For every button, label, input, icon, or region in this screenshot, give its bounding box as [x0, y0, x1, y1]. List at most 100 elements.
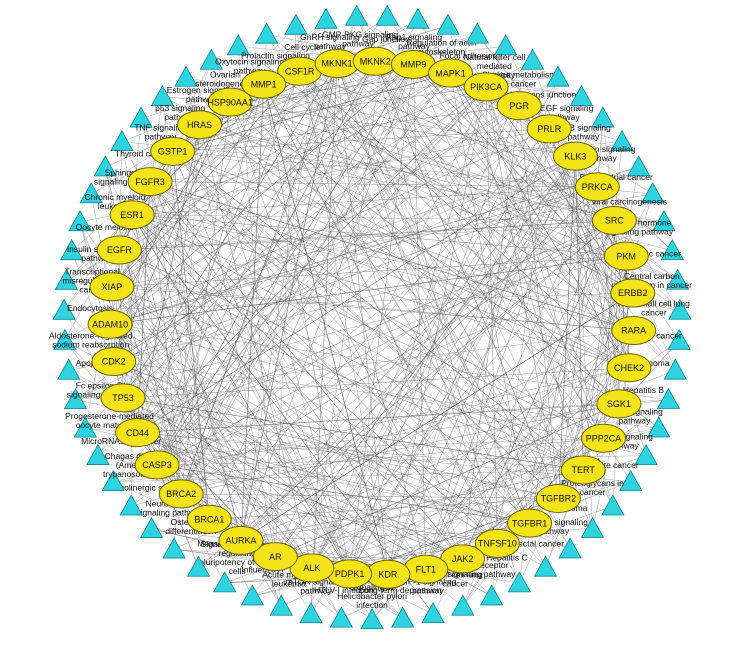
- gene-node-tert[interactable]: [560, 455, 606, 485]
- pathway-node-small-cell-lung-cancer[interactable]: [451, 594, 475, 616]
- pathway-node-hepatitis-b[interactable]: [656, 387, 681, 409]
- pathway-node-acute-myeloid-leukemia[interactable]: [269, 594, 293, 616]
- pathway-node-long-term-depression[interactable]: [391, 606, 415, 628]
- pathway-node-htlv-i-infection[interactable]: [329, 606, 354, 628]
- pathway-node-ovarian-steroidogenesis[interactable]: [199, 48, 224, 70]
- pathway-node-glioma[interactable]: [580, 516, 605, 538]
- gene-node-casp3[interactable]: [134, 450, 180, 480]
- pathway-node-regulation-of-actin-cytoskeleton[interactable]: [436, 13, 460, 35]
- gene-node-alk[interactable]: [289, 553, 335, 583]
- pathway-node-prolactin-signaling-pathway[interactable]: [610, 129, 634, 151]
- pathway-node-cholinergic-synapse[interactable]: [119, 494, 143, 516]
- gene-node-ar[interactable]: [252, 542, 298, 572]
- pathway-node-oxytocin-signaling-pathway[interactable]: [226, 34, 251, 56]
- pathway-node-hepatitis-c[interactable]: [507, 571, 532, 593]
- pathway-node-non-small-cell-lung-cancer[interactable]: [668, 298, 692, 320]
- pathway-node-sphingolipid-signaling-pathway[interactable]: [93, 155, 117, 177]
- pathway-node-fc-epsilon-ri-signaling-pathway[interactable]: [63, 387, 88, 409]
- pathway-node-erbb-signaling-pathway[interactable]: [591, 106, 615, 128]
- pathway-node-pi3k-akt-signaling-pathway[interactable]: [558, 537, 582, 559]
- gene-node-cdk2[interactable]: [91, 347, 137, 377]
- gene-node-tnfsf10[interactable]: [474, 528, 520, 558]
- pathway-node-insulin-signaling-pathway[interactable]: [60, 239, 84, 261]
- pathway-node-gap-junction[interactable]: [375, 4, 399, 26]
- gene-node-klk3[interactable]: [552, 141, 598, 171]
- pathway-node-cgmp-pkg-signaling-pathway[interactable]: [344, 4, 369, 26]
- pathway-node-foxo-signaling-pathway[interactable]: [647, 416, 671, 438]
- pathway-node-endometrial-cancer[interactable]: [627, 155, 651, 177]
- pathway-node-hif-1-signaling-pathway[interactable]: [421, 602, 445, 624]
- pathway-node-tnf-signaling-pathway[interactable]: [129, 106, 153, 128]
- gene-node-brca2[interactable]: [158, 479, 204, 509]
- gene-node-brca1[interactable]: [186, 504, 232, 534]
- pathway-node-aldosterone-regulated-sodium-reabsorption[interactable]: [53, 328, 77, 350]
- pathway-node-transcriptional-misregulation-in-cancer[interactable]: [54, 268, 79, 290]
- gene-node-ppp2ca[interactable]: [581, 423, 627, 453]
- pathway-node-natural-killer-cell-mediated-cytotoxicity[interactable]: [493, 34, 518, 56]
- gene-node-tgfbr1[interactable]: [507, 508, 553, 538]
- pathway-node-viral-carcinogenesis[interactable]: [641, 181, 665, 204]
- gene-node-cd44[interactable]: [115, 418, 161, 448]
- gene-node-prkca[interactable]: [574, 172, 620, 202]
- gene-node-sgk1[interactable]: [596, 389, 642, 419]
- gene-node-pik3ca[interactable]: [463, 72, 509, 102]
- pathway-node-chronic-myeloid-leukemia[interactable]: [79, 182, 103, 204]
- gene-node-mapk1[interactable]: [428, 58, 474, 88]
- pathway-node-melanoma[interactable]: [663, 358, 688, 380]
- pathway-node-mapk-signaling-pathway[interactable]: [634, 443, 658, 465]
- pathway-node-p53-signaling-pathway[interactable]: [150, 84, 175, 106]
- gene-node-pgr[interactable]: [496, 91, 542, 121]
- gene-gene-edge: [575, 156, 584, 470]
- pathway-node-cell-cycle[interactable]: [284, 13, 308, 35]
- pathway-node-apoptosis[interactable]: [57, 358, 81, 380]
- pathway-node-prolactin-signaling[interactable]: [254, 22, 279, 44]
- gene-node-fgfr3[interactable]: [127, 167, 173, 197]
- pathway-node-gnrh-signaling-pathway[interactable]: [314, 7, 338, 29]
- pathway-node-rap1-signaling-pathway[interactable]: [406, 7, 430, 29]
- pathway-node-thyroid-hormone-signaling-pathway[interactable]: [652, 210, 676, 232]
- pathway-node-epithelial-cell-signaling-in-helicobacter-pylori-infection[interactable]: [360, 608, 384, 630]
- gene-node-mmp1[interactable]: [241, 69, 287, 99]
- gene-node-egfr[interactable]: [96, 235, 142, 265]
- gene-node-hsp90aa1[interactable]: [207, 87, 253, 117]
- pathway-node-measles[interactable]: [186, 555, 211, 577]
- pathway-node-focal-adhesion[interactable]: [465, 22, 489, 44]
- gene-node-erbb2[interactable]: [610, 278, 656, 308]
- pathway-node-prostate-cancer[interactable]: [619, 469, 643, 491]
- gene-node-adam10[interactable]: [87, 309, 133, 339]
- gene-node-esr1[interactable]: [109, 200, 155, 230]
- pathway-node-t-cell-receptor-signaling-pathway[interactable]: [479, 584, 504, 606]
- pathway-node-colorectal-cancer[interactable]: [533, 555, 558, 577]
- pathway-node-pancreatic-cancer[interactable]: [660, 238, 684, 260]
- pathway-node-thyroid-cancer[interactable]: [110, 130, 134, 152]
- gene-node-pkm[interactable]: [603, 241, 649, 271]
- gene-node-src[interactable]: [591, 205, 637, 235]
- pathway-node-mtor-signaling-pathway[interactable]: [299, 602, 323, 624]
- pathway-node-micrornas-in-cancer[interactable]: [86, 443, 110, 465]
- pathway-node-estrogen-signaling-pathway[interactable]: [174, 65, 198, 87]
- gene-node-prlr[interactable]: [526, 114, 572, 144]
- pathway-node-bladder-cancer[interactable]: [667, 328, 691, 350]
- pathway-node-endocytosis[interactable]: [52, 298, 76, 320]
- gene-gene-edge: [199, 124, 630, 368]
- pathway-node-choline-metabolism-in-cancer[interactable]: [520, 48, 545, 70]
- pathway-node-osteoclast-differentiation[interactable]: [162, 537, 186, 559]
- pathway-node-central-carbon-metabolism-in-cancer[interactable]: [665, 268, 690, 290]
- pathway-node-influenza-a[interactable]: [240, 584, 265, 606]
- pathway-node-vegf-signaling-pathway[interactable]: [569, 84, 594, 106]
- gene-node-aurka[interactable]: [218, 525, 264, 555]
- pathway-node-oocyte-meiosis[interactable]: [68, 210, 92, 232]
- gene-node-chek2[interactable]: [606, 353, 652, 383]
- gene-node-rara[interactable]: [611, 316, 657, 346]
- pathway-node-adherens-junction[interactable]: [546, 65, 570, 87]
- gene-node-tgfbr2[interactable]: [535, 483, 581, 513]
- gene-node-gstp1[interactable]: [150, 136, 196, 166]
- pathway-node-proteoglycans-in-cancer[interactable]: [601, 494, 625, 516]
- pathway-node-signaling-pathways-regulating-pluripotency-of-stem-cells[interactable]: [213, 571, 237, 593]
- gene-node-xiap[interactable]: [89, 272, 135, 302]
- pathway-node-neurotrophin-signaling-pathway[interactable]: [139, 516, 164, 538]
- pathway-node-progesterone-mediated-oocyte-maturation[interactable]: [73, 416, 97, 438]
- gene-node-hras[interactable]: [177, 110, 223, 140]
- gene-node-tp53[interactable]: [100, 383, 146, 413]
- pathway-node-chagas-disease-american-trypanosomiasis[interactable]: [101, 469, 125, 491]
